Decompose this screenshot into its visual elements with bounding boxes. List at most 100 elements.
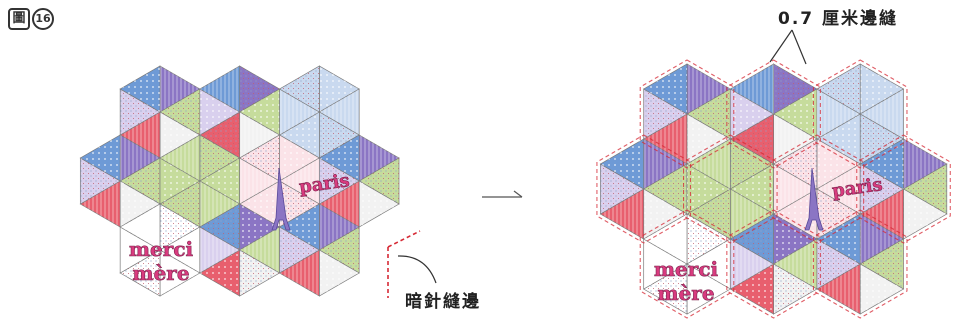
fabric-texture (120, 227, 160, 273)
fabric-texture (359, 158, 400, 204)
fabric-texture (816, 164, 861, 214)
seam-line (682, 134, 778, 244)
fabric-texture (319, 250, 360, 296)
fabric-texture (80, 158, 121, 204)
fabric-texture (773, 164, 817, 214)
fabric-texture (730, 139, 774, 189)
fabric-texture (199, 227, 240, 273)
fabric-texture (80, 181, 121, 227)
fabric-texture (239, 250, 280, 296)
fabric-texture (120, 181, 160, 227)
fabric-texture (643, 189, 687, 239)
fabric-texture (239, 66, 280, 112)
fabric-texture (860, 64, 904, 114)
fabric-texture (160, 181, 200, 227)
seam-allowance-pointer (769, 29, 807, 65)
fabric-texture (239, 204, 280, 250)
figure-number: 16 (32, 8, 54, 30)
fabric-texture (120, 250, 160, 296)
fabric-texture (860, 264, 904, 314)
fabric-texture (120, 135, 160, 181)
fabric-texture (160, 204, 200, 250)
fabric-texture (860, 239, 904, 289)
fabric-texture (687, 64, 731, 114)
fabric-texture (279, 66, 320, 112)
fabric-texture (860, 114, 904, 164)
fabric-texture (319, 112, 360, 158)
fabric-texture (319, 66, 360, 112)
fabric-texture (687, 114, 731, 164)
seam-line (726, 59, 821, 169)
fabric-texture (816, 239, 861, 289)
fabric-texture (239, 158, 280, 204)
fabric-texture (359, 135, 400, 181)
fabric-texture (643, 164, 687, 214)
fabric-texture (80, 135, 121, 181)
fabric-texture (600, 139, 644, 189)
fabric-texture (687, 189, 731, 239)
fabric-texture (199, 158, 240, 204)
fabric-texture (687, 214, 731, 264)
figure-glyph: 圖 (8, 8, 30, 30)
fabric-texture (319, 204, 360, 250)
seam-line (812, 209, 908, 319)
fabric-texture (160, 135, 200, 181)
fabric-texture (903, 139, 947, 189)
fabric-texture (860, 89, 904, 139)
fabric-texture (279, 89, 320, 135)
seam-line (769, 134, 865, 244)
seam-line (639, 59, 735, 169)
fabric-texture (600, 189, 644, 239)
fabric-texture (773, 264, 817, 314)
fabric-texture (120, 204, 160, 250)
fabric-texture (279, 158, 320, 204)
fabric-texture (773, 114, 817, 164)
fabric-texture (730, 89, 774, 139)
fabric-texture (319, 135, 360, 181)
fabric-texture (816, 214, 861, 264)
fabric-texture (199, 135, 240, 181)
fabric-texture (816, 264, 861, 314)
fabric-texture (279, 112, 320, 158)
fabric-texture (643, 214, 687, 264)
fabric-texture (643, 264, 687, 314)
fabric-texture (730, 214, 774, 264)
fabric-texture (643, 64, 687, 114)
fabric-texture (816, 139, 861, 189)
fabric-texture (239, 135, 280, 181)
fabric-texture (773, 89, 817, 139)
fabric-texture (600, 164, 644, 214)
seam-line (812, 59, 908, 169)
fabric-texture (120, 112, 160, 158)
fabric-texture (816, 89, 861, 139)
fabric-texture (643, 89, 687, 139)
fabric-texture (199, 112, 240, 158)
fabric-texture (199, 181, 240, 227)
seam-line (596, 134, 692, 244)
fabric-texture (239, 89, 280, 135)
figure-label: 圖 16 (8, 8, 54, 30)
fabric-texture (160, 158, 200, 204)
fabric-texture (730, 239, 774, 289)
fabric-texture (239, 227, 280, 273)
fabric-texture (730, 164, 774, 214)
fabric-texture (160, 66, 200, 112)
fabric-texture (816, 189, 861, 239)
fabric-texture (730, 114, 774, 164)
fabric-texture (359, 181, 400, 227)
seam-line (856, 134, 951, 244)
seam-allowance-label: 0.7 厘米邊縫 (778, 9, 899, 29)
fabric-texture (239, 181, 280, 227)
fabric-texture (860, 214, 904, 264)
fabric-texture (199, 250, 240, 296)
fabric-texture (687, 239, 731, 289)
fabric-texture (279, 227, 320, 273)
fabric-texture (239, 112, 280, 158)
fabric-texture (730, 64, 774, 114)
fabric-texture (160, 227, 200, 273)
fabric-texture (860, 164, 904, 214)
fabric-texture (643, 139, 687, 189)
fabric-texture (319, 158, 360, 204)
